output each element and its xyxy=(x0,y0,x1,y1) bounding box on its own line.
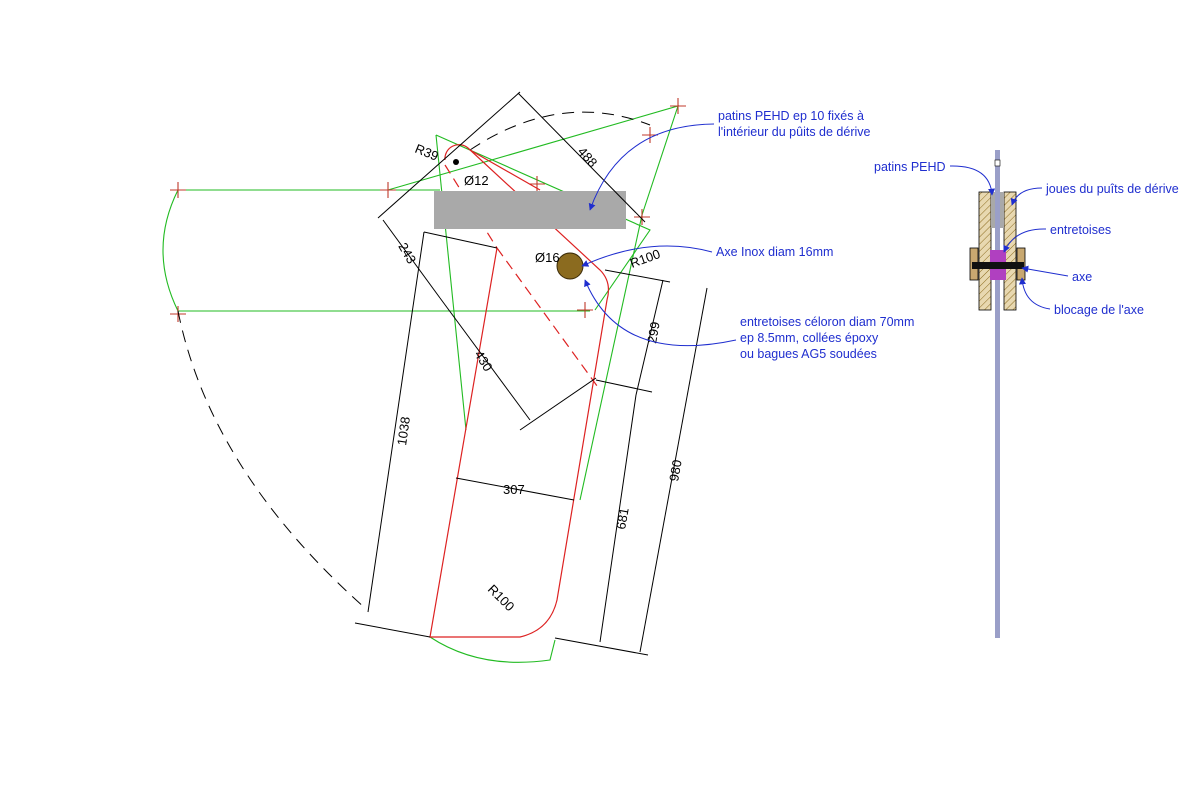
note-entretoises-line3: ou bagues AG5 soudées xyxy=(740,347,877,361)
crosshair-7 xyxy=(634,209,650,225)
label-r100-bottom: R100 xyxy=(485,582,518,615)
label-243: 243 xyxy=(395,240,419,266)
label-430: 430 xyxy=(471,348,495,374)
dim-1038-ext-top xyxy=(423,231,498,249)
dim-1038-ext-bottom xyxy=(354,622,431,638)
arrow-axe-inox xyxy=(581,245,713,267)
note-patins-line1: patins PEHD ep 10 fixés à xyxy=(718,109,864,123)
cheek-left xyxy=(978,191,992,311)
arrow-patins xyxy=(588,123,715,211)
label-307: 307 xyxy=(503,482,525,497)
board-centerline xyxy=(496,247,601,391)
axle-section xyxy=(972,262,1024,269)
green-board-left xyxy=(435,134,467,431)
construction-lines xyxy=(162,105,679,663)
dim-299-ext-bottom xyxy=(595,379,653,393)
note-entretoises-line2: ep 8.5mm, collées époxy xyxy=(740,331,879,345)
crosshair-2 xyxy=(380,182,396,198)
left-arc xyxy=(162,189,179,312)
crosshair-4 xyxy=(670,98,686,114)
upper-diagonal xyxy=(435,134,651,311)
pehd-pad xyxy=(434,191,626,229)
swing-arcs xyxy=(177,111,651,609)
swing-arc-lower xyxy=(177,310,366,609)
dim-681-line xyxy=(599,394,637,643)
dim-307-line xyxy=(455,477,575,501)
dim-430-line xyxy=(439,297,531,421)
pivot-hole-12 xyxy=(453,159,459,165)
section-arrow-axe xyxy=(1021,265,1069,277)
dim-980-ext-bottom xyxy=(554,637,649,656)
dim-299-ext-top xyxy=(604,269,671,283)
crosshair-3 xyxy=(170,306,186,322)
dim-430-ext xyxy=(519,377,597,431)
note-patins-line2: l'intérieur du pûits de dérive xyxy=(718,125,871,139)
label-980: 980 xyxy=(666,459,685,483)
pad-left xyxy=(991,192,995,228)
label-d12: Ø12 xyxy=(464,173,489,188)
axle-16mm xyxy=(556,252,584,280)
dim-980-line xyxy=(639,287,708,653)
dim-488-ext-left xyxy=(377,91,521,219)
dim-243-line xyxy=(382,219,441,299)
label-681: 681 xyxy=(613,507,632,531)
label-d16: Ø16 xyxy=(535,250,560,265)
note-axe-inox: Axe Inox diam 16mm xyxy=(716,245,833,259)
dim-488-line xyxy=(517,92,646,223)
arrow-entretoises xyxy=(584,279,737,347)
upper-edge xyxy=(469,149,541,191)
label-488: 488 xyxy=(575,144,601,170)
dimension-lines xyxy=(354,91,708,656)
bottom-arc xyxy=(429,636,556,663)
green-board-right xyxy=(579,214,643,501)
label-299: 299 xyxy=(644,321,663,345)
section-view: patins PEHD joues du puîts de dérive ent… xyxy=(874,150,1179,638)
crosshair-1 xyxy=(170,182,186,198)
section-arrow-entretoises xyxy=(1003,228,1047,253)
crosshair-8 xyxy=(577,302,593,318)
note-entretoises-line1: entretoises céloron diam 70mm xyxy=(740,315,914,329)
label-1038: 1038 xyxy=(394,416,413,447)
section-label-blocage: blocage de l'axe xyxy=(1054,303,1144,317)
annotations: patins PEHD ep 10 fixés à l'intérieur du… xyxy=(581,109,914,361)
section-label-joues: joues du puîts de dérive xyxy=(1045,182,1179,196)
dim-1038-line xyxy=(367,231,425,613)
board-outline xyxy=(429,144,610,638)
board-section xyxy=(995,150,1000,638)
section-label-axe: axe xyxy=(1072,270,1092,284)
section-label-entretoises: entretoises xyxy=(1050,223,1111,237)
section-label-patins: patins PEHD xyxy=(874,160,946,174)
section-arrow-joues xyxy=(1010,187,1043,206)
crosshair-6 xyxy=(529,176,545,192)
swing-arc-upper xyxy=(469,111,651,151)
section-arrow-patins xyxy=(949,165,996,196)
dim-299-line xyxy=(635,279,664,396)
pad-right xyxy=(1000,192,1004,228)
board-top-marker xyxy=(994,159,1001,167)
section-arrow-blocage xyxy=(1018,277,1051,310)
